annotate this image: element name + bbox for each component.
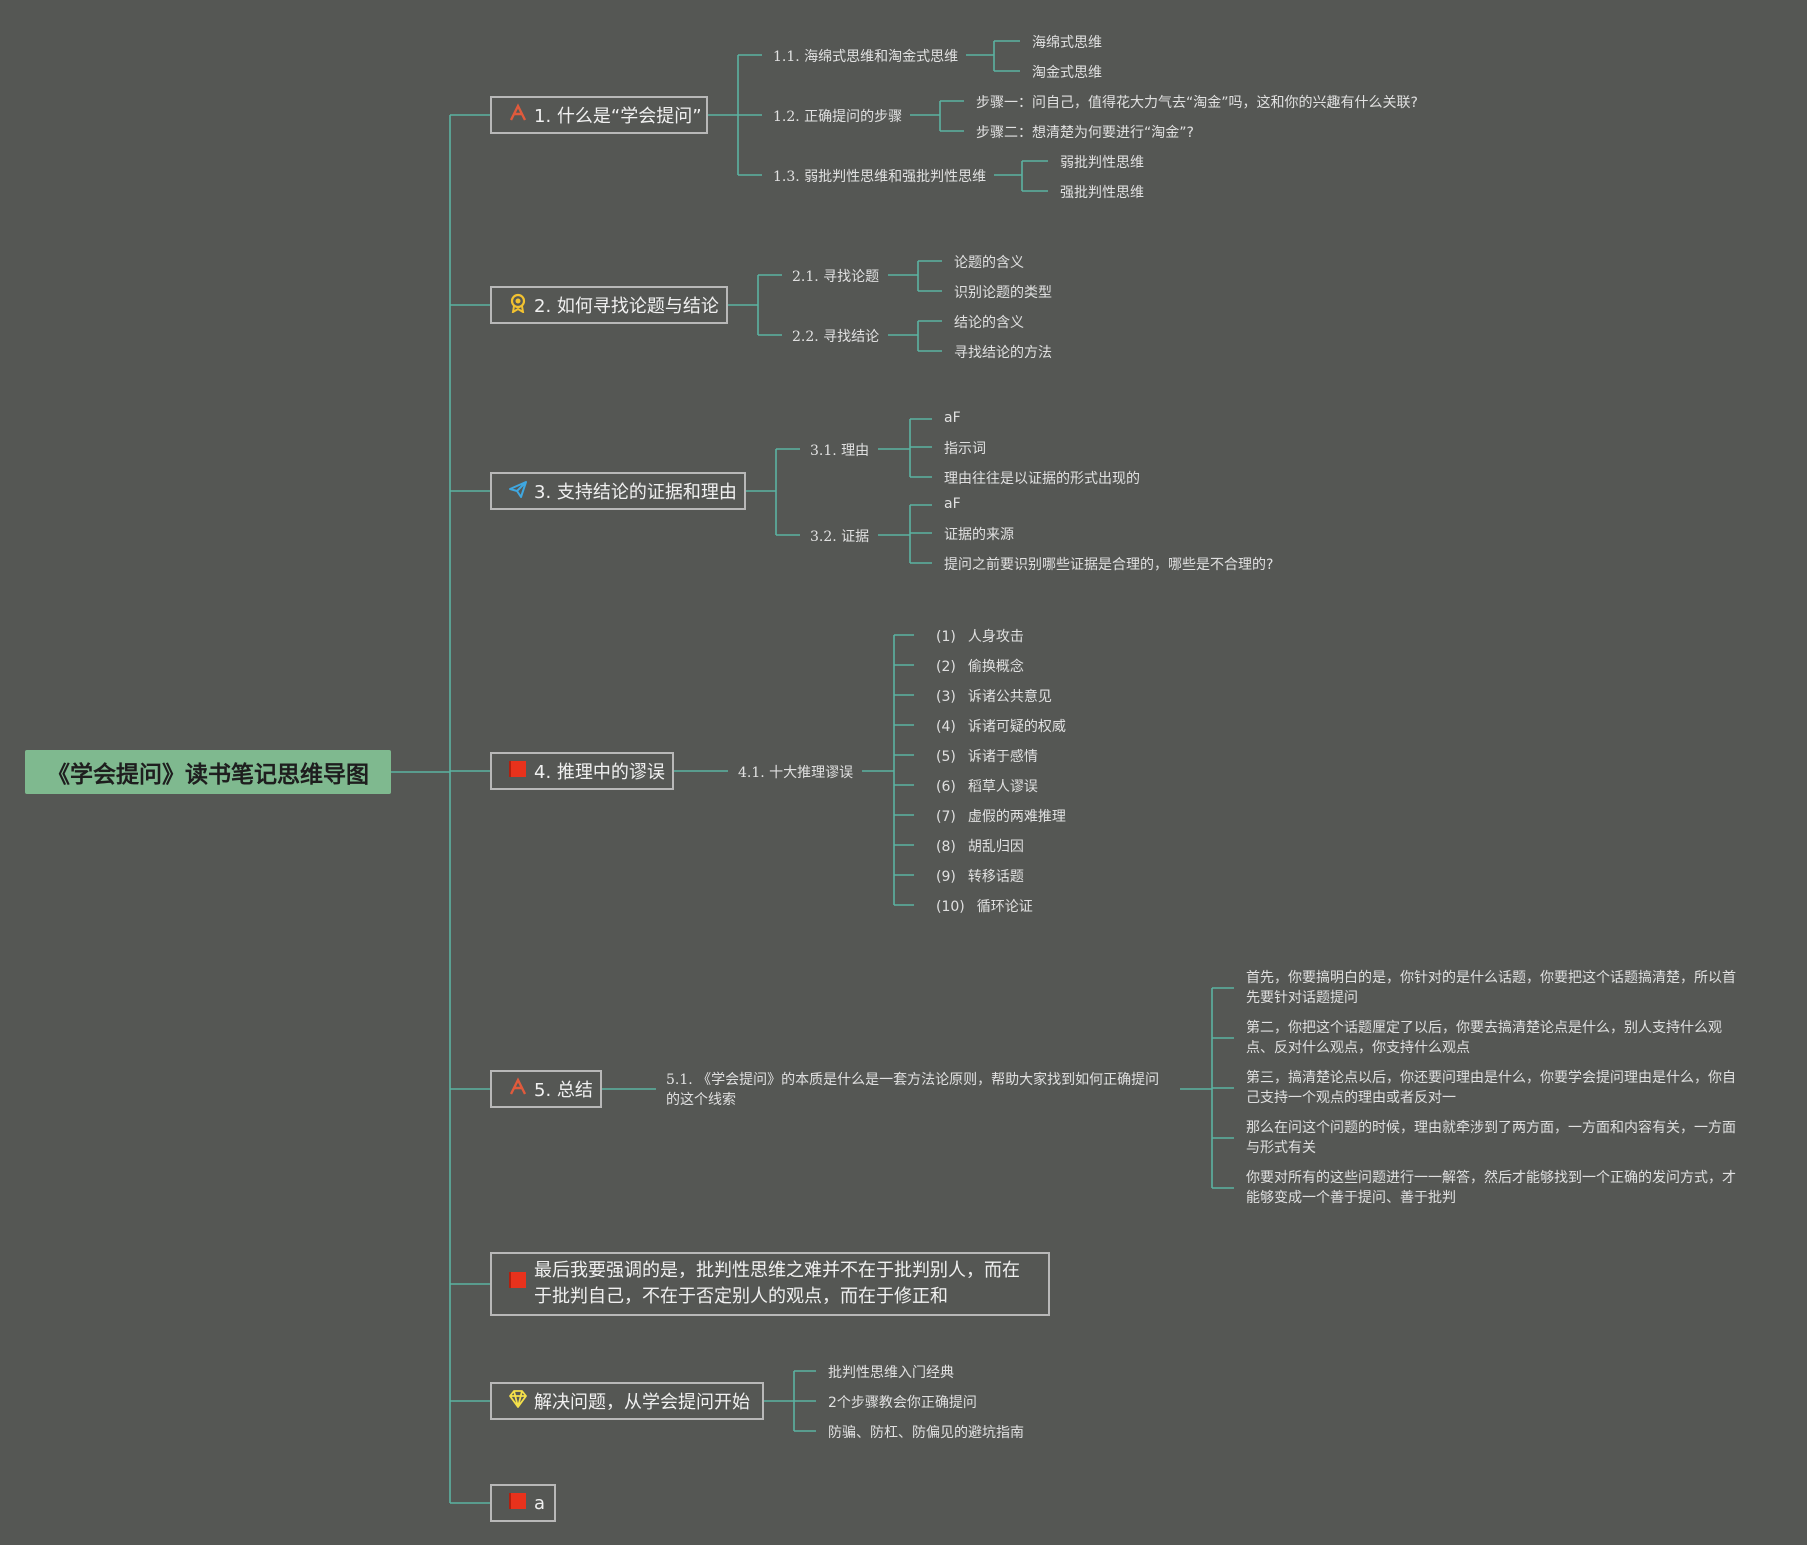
root-title: 《学会提问》读书笔记思维导图: [47, 762, 369, 788]
branch-3-2-label[interactable]: 3.2. 证据: [810, 529, 870, 545]
branch-3-2-leaf-1[interactable]: aF: [944, 496, 961, 512]
fallacy-text: 胡乱归因: [967, 839, 1024, 855]
award-ribbon-icon: [508, 293, 528, 318]
branch-1-label: 1. 什么是“学会提问”: [534, 106, 702, 127]
fallacy-item[interactable]: (7) 虚假的两难推理: [936, 806, 1066, 826]
fallacy-number: (7): [936, 809, 956, 825]
branch-1-3-leaf-2[interactable]: 强批判性思维: [1060, 185, 1144, 201]
fallacy-text: 诉诸公共意见: [967, 689, 1052, 705]
branch-3-1-leaf-1[interactable]: aF: [944, 410, 961, 426]
diamond-icon: [508, 1389, 528, 1414]
red-flag-icon: [508, 1491, 528, 1516]
branch-7-leaf-1[interactable]: 批判性思维入门经典: [828, 1365, 954, 1381]
branch-1-2-leaf-2[interactable]: 步骤二：想清楚为何要进行“淘金”?: [976, 125, 1194, 141]
fallacy-number: (1): [936, 629, 956, 645]
branch-2-2-label[interactable]: 2.2. 寻找结论: [792, 329, 880, 345]
branch-1-1-label[interactable]: 1.1. 海绵式思维和淘金式思维: [773, 49, 959, 65]
branch-5-node[interactable]: 5. 总结: [490, 1070, 602, 1108]
branch-2-label: 2. 如何寻找论题与结论: [534, 296, 719, 317]
branch-3-node[interactable]: 3. 支持结论的证据和理由: [490, 472, 746, 510]
branch-4-node[interactable]: 4. 推理中的谬误: [490, 752, 674, 790]
branch-7-node[interactable]: 解决问题，从学会提问开始: [490, 1382, 764, 1420]
fallacy-item[interactable]: (4) 诉诸可疑的权威: [936, 716, 1066, 736]
fallacy-number: (8): [936, 839, 956, 855]
branch-1-2-leaf-1[interactable]: 步骤一：问自己，值得花大力气去“淘金”吗，这和你的兴趣有什么关联?: [976, 95, 1418, 111]
fallacy-text: 人身攻击: [967, 629, 1024, 645]
fallacy-text: 诉诸于感情: [967, 749, 1038, 765]
summary-point[interactable]: 第三，搞清楚论点以后，你还要问理由是什么，你要学会提问理由是什么，你自己支持一个…: [1246, 1070, 1736, 1106]
branch-1-3-label[interactable]: 1.3. 弱批判性思维和强批判性思维: [773, 169, 987, 185]
branch-7-leaf-3[interactable]: 防骗、防杠、防偏见的避坑指南: [828, 1425, 1024, 1441]
branch-5-1-label[interactable]: 5.1. 《学会提问》的本质是什么是一套方法论原则，帮助大家找到如何正确提问的这…: [666, 1072, 1160, 1108]
branch-7-label: 解决问题，从学会提问开始: [534, 1392, 750, 1413]
fallacy-text: 偷换概念: [967, 659, 1024, 675]
fallacy-text: 转移话题: [967, 869, 1024, 885]
root-node[interactable]: 《学会提问》读书笔记思维导图: [25, 750, 391, 794]
branch-1-3-leaf-1[interactable]: 弱批判性思维: [1060, 155, 1144, 171]
branch-6-label: 最后我要强调的是，批判性思维之难并不在于批判别人，而在于批判自己，不在于否定别人…: [534, 1260, 1020, 1307]
summary-point[interactable]: 那么在问这个问题的时候，理由就牵涉到了两方面，一方面和内容有关，一方面与形式有关: [1246, 1120, 1736, 1156]
red-flag-icon: [508, 759, 528, 784]
fallacy-number: (2): [936, 659, 956, 675]
branch-1-node[interactable]: 1. 什么是“学会提问”: [490, 96, 708, 134]
branch-2-2-leaf-1[interactable]: 结论的含义: [954, 315, 1024, 331]
fallacy-number: (6): [936, 779, 956, 795]
summary-point[interactable]: 第二，你把这个话题厘定了以后，你要去搞清楚论点是什么，别人支持什么观点、反对什么…: [1246, 1020, 1722, 1056]
fallacy-number: (5): [936, 749, 956, 765]
branch-3-2-leaf-2[interactable]: 证据的来源: [944, 527, 1014, 543]
strategy-icon: [508, 1076, 528, 1102]
branch-3-1-leaf-3[interactable]: 理由往往是以证据的形式出现的: [944, 471, 1140, 487]
branch-2-node[interactable]: 2. 如何寻找论题与结论: [490, 286, 728, 324]
branch-2-1-leaf-2[interactable]: 识别论题的类型: [954, 285, 1052, 301]
fallacy-number: (3): [936, 689, 956, 705]
branch-8-node[interactable]: a: [490, 1484, 556, 1522]
strategy-icon: [508, 102, 528, 128]
fallacy-text: 循环论证: [976, 899, 1033, 915]
branch-3-1-leaf-2[interactable]: 指示词: [944, 441, 986, 457]
fallacy-item[interactable]: (3) 诉诸公共意见: [936, 686, 1052, 706]
summary-point[interactable]: 你要对所有的这些问题进行一一解答，然后才能够找到一个正确的发问方式，才能够变成一…: [1246, 1170, 1736, 1206]
branch-4-label: 4. 推理中的谬误: [534, 762, 665, 783]
fallacy-item[interactable]: (8) 胡乱归因: [936, 836, 1024, 856]
branch-1-1-leaf-1[interactable]: 海绵式思维: [1032, 35, 1102, 51]
branch-6-node[interactable]: 最后我要强调的是，批判性思维之难并不在于批判别人，而在于批判自己，不在于否定别人…: [490, 1252, 1050, 1316]
fallacy-item[interactable]: (1) 人身攻击: [936, 626, 1024, 646]
fallacy-number: (9): [936, 869, 956, 885]
branch-2-2-leaf-2[interactable]: 寻找结论的方法: [954, 345, 1052, 361]
branch-3-2-leaf-3[interactable]: 提问之前要识别哪些证据是合理的，哪些是不合理的?: [944, 557, 1274, 573]
branch-1-2-label[interactable]: 1.2. 正确提问的步骤: [773, 109, 903, 125]
fallacy-number: (10): [936, 899, 965, 915]
branch-1-1-leaf-2[interactable]: 淘金式思维: [1032, 65, 1102, 81]
fallacy-item[interactable]: (9) 转移话题: [936, 866, 1024, 886]
summary-point[interactable]: 首先，你要搞明白的是，你针对的是什么话题，你要把这个话题搞清楚，所以首先要针对话…: [1246, 970, 1736, 1006]
fallacy-item[interactable]: (10) 循环论证: [936, 896, 1033, 916]
branch-4-1-label[interactable]: 4.1. 十大推理谬误: [738, 765, 854, 781]
branch-3-label: 3. 支持结论的证据和理由: [534, 482, 737, 503]
fallacy-item[interactable]: (5) 诉诸于感情: [936, 746, 1038, 766]
branch-5-label: 5. 总结: [534, 1080, 593, 1101]
fallacy-number: (4): [936, 719, 956, 735]
red-flag-icon: [508, 1270, 528, 1298]
branch-8-label: a: [534, 1492, 546, 1514]
branch-2-1-label[interactable]: 2.1. 寻找论题: [792, 269, 880, 285]
branch-7-leaf-2[interactable]: 2个步骤教会你正确提问: [828, 1395, 977, 1411]
branch-2-1-leaf-1[interactable]: 论题的含义: [954, 255, 1024, 271]
branch-3-1-label[interactable]: 3.1. 理由: [810, 443, 870, 459]
fallacy-text: 稻草人谬误: [967, 779, 1038, 795]
fallacy-text: 诉诸可疑的权威: [967, 719, 1066, 735]
fallacy-item[interactable]: (6) 稻草人谬误: [936, 776, 1038, 796]
paper-plane-icon: [508, 479, 528, 504]
fallacy-item[interactable]: (2) 偷换概念: [936, 656, 1024, 676]
fallacy-text: 虚假的两难推理: [967, 809, 1066, 825]
